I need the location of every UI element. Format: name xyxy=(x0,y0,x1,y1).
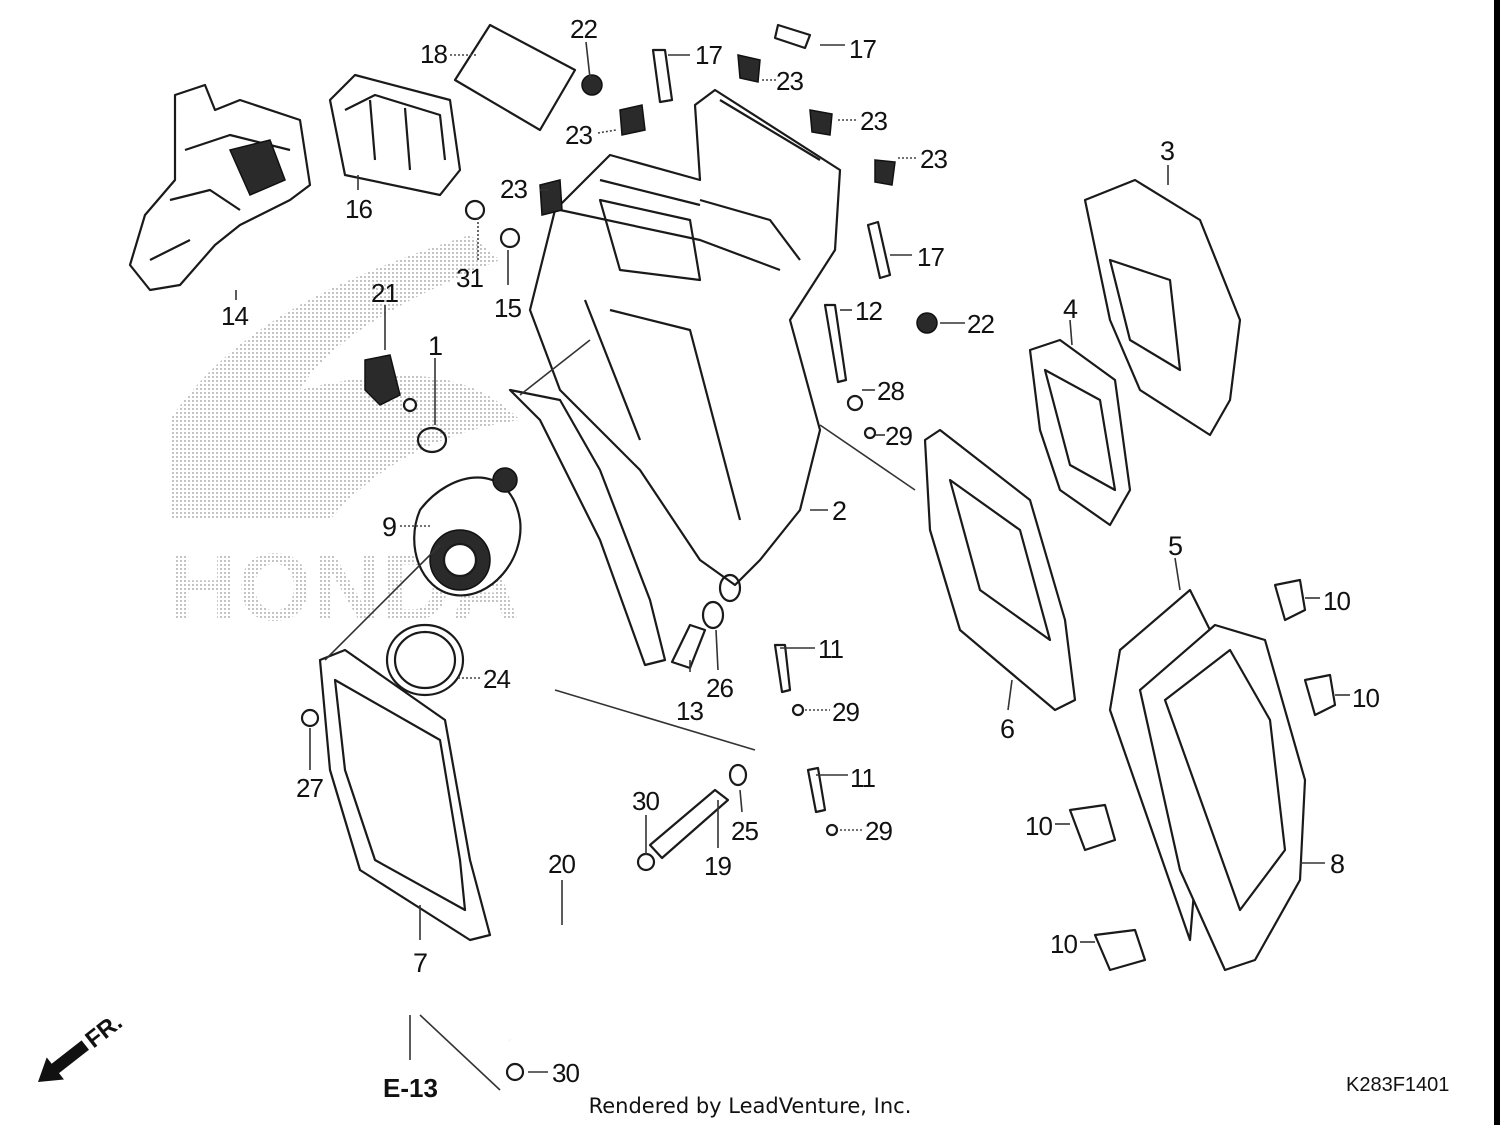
callout-6: 6 xyxy=(1000,714,1015,744)
callout-10c: 10 xyxy=(1025,811,1052,841)
small-fasteners xyxy=(300,23,938,1082)
callout-22b: 22 xyxy=(967,309,994,339)
leader-lines xyxy=(235,41,1350,1091)
part-20-hose xyxy=(498,863,646,1043)
callout-23d: 23 xyxy=(565,120,592,150)
section-reference: E-13 xyxy=(383,1073,438,1103)
callout-3: 3 xyxy=(1160,136,1175,166)
wing-watermark-icon xyxy=(170,235,520,520)
callout-31: 31 xyxy=(456,263,483,293)
callout-19: 19 xyxy=(704,851,731,881)
callout-12: 12 xyxy=(855,296,882,326)
callout-17c: 17 xyxy=(917,242,944,272)
callout-23a: 23 xyxy=(776,66,803,96)
callout-11b: 11 xyxy=(850,763,876,793)
part-6-holder xyxy=(923,428,1077,712)
front-direction-arrow: FR. xyxy=(38,1009,128,1082)
part-3-cover xyxy=(1083,178,1242,437)
drawing-code: K283F1401 xyxy=(1346,1074,1450,1096)
callout-24: 24 xyxy=(483,664,510,694)
gasket-seal xyxy=(508,388,667,667)
callout-17b: 17 xyxy=(849,34,876,64)
callout-5: 5 xyxy=(1168,531,1183,561)
part-21-sensor xyxy=(364,354,418,413)
part-13-26 xyxy=(670,573,742,670)
callout-21: 21 xyxy=(371,278,398,308)
callout-22a: 22 xyxy=(570,14,597,44)
part-24-clamp xyxy=(385,623,465,697)
callout-11a: 11 xyxy=(818,634,844,664)
callout-4: 4 xyxy=(1063,294,1078,324)
callout-labels: 1 2 3 4 5 6 7 8 9 10 10 10 10 11 11 12 1… xyxy=(221,14,1380,1088)
bolts-11-12 xyxy=(773,303,877,837)
callout-23b: 23 xyxy=(860,106,887,136)
callout-17a: 17 xyxy=(695,40,722,70)
part-1-clamp xyxy=(416,426,448,454)
callout-28: 28 xyxy=(877,376,904,406)
part-2-case xyxy=(528,88,842,587)
callout-13: 13 xyxy=(676,696,703,726)
callout-10b: 10 xyxy=(1352,683,1379,713)
callout-30a: 30 xyxy=(632,786,659,816)
part-18-pad xyxy=(453,23,577,132)
callout-29a: 29 xyxy=(885,421,912,451)
callout-2: 2 xyxy=(832,496,847,526)
clips-10 xyxy=(1068,578,1337,972)
callout-20: 20 xyxy=(548,849,575,879)
part-7-cover xyxy=(318,648,492,942)
callout-18: 18 xyxy=(420,39,447,69)
callout-23e: 23 xyxy=(500,174,527,204)
part-16-duct xyxy=(328,73,462,197)
callout-23c: 23 xyxy=(920,144,947,174)
part-5-8-lid xyxy=(1108,588,1307,972)
callout-26: 26 xyxy=(706,673,733,703)
callout-9: 9 xyxy=(382,512,397,542)
part-4-element xyxy=(1028,338,1132,527)
callout-16: 16 xyxy=(345,194,372,224)
arrow-icon xyxy=(38,1040,89,1082)
callout-7: 7 xyxy=(413,948,428,978)
callout-1: 1 xyxy=(428,331,443,361)
callout-10a: 10 xyxy=(1323,586,1350,616)
callout-25: 25 xyxy=(731,816,758,846)
render-credit: Rendered by LeadVenture, Inc. xyxy=(588,1094,912,1118)
callout-29b: 29 xyxy=(832,697,859,727)
callout-27: 27 xyxy=(296,773,323,803)
callout-15: 15 xyxy=(494,293,521,323)
part-14-bracket xyxy=(128,83,312,292)
callout-30b: 30 xyxy=(552,1058,579,1088)
callout-8: 8 xyxy=(1330,849,1345,879)
part-19-tube xyxy=(648,763,748,860)
callout-29c: 29 xyxy=(865,816,892,846)
callout-14: 14 xyxy=(221,301,248,331)
part-9-boot xyxy=(413,467,522,597)
front-label: FR. xyxy=(80,1009,127,1054)
callout-10d: 10 xyxy=(1050,929,1077,959)
